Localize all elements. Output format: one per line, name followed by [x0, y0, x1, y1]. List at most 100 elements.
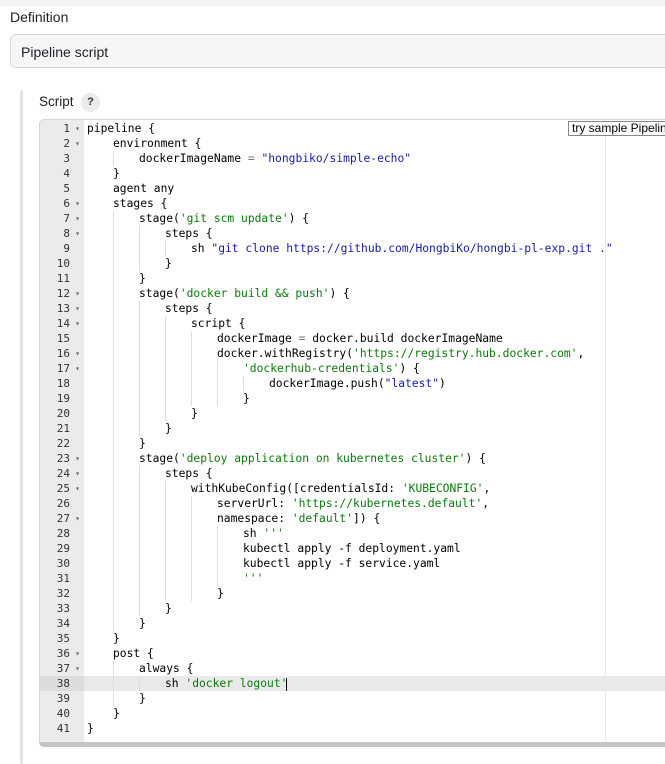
indent-guide [113, 481, 114, 496]
line-number: 24 [56, 467, 70, 480]
code-line[interactable]: 23▾stage('deploy application on kubernet… [40, 451, 665, 466]
try-sample-pipeline-select[interactable]: try sample Pipeline... [568, 121, 665, 136]
fold-toggle-icon[interactable]: ▾ [75, 649, 80, 658]
code-text: sh 'docker logout' [165, 677, 288, 691]
top-divider [0, 0, 665, 6]
code-line[interactable]: 21} [40, 421, 665, 436]
line-gutter: 39 [40, 691, 84, 706]
code-line[interactable]: 36▾post { [40, 646, 665, 661]
code-line[interactable]: 22} [40, 436, 665, 451]
code-text: always { [139, 662, 194, 675]
fold-toggle-icon[interactable]: ▾ [75, 199, 80, 208]
horizontal-scrollbar[interactable] [39, 742, 665, 747]
code-line[interactable]: 41} [40, 721, 665, 736]
fold-toggle-icon[interactable]: ▾ [75, 484, 80, 493]
fold-toggle-icon[interactable]: ▾ [75, 664, 80, 673]
code-line[interactable]: 2▾environment { [40, 136, 665, 151]
fold-toggle-icon[interactable]: ▾ [75, 514, 80, 523]
line-number: 13 [56, 302, 70, 315]
definition-select[interactable]: Pipeline script [10, 34, 665, 68]
code-line[interactable]: 10} [40, 256, 665, 271]
fold-toggle-icon[interactable]: ▾ [75, 124, 80, 133]
line-gutter: 21 [40, 421, 84, 436]
indent-guide [113, 691, 114, 706]
code-line[interactable]: 1▾pipeline { [40, 121, 665, 136]
code-line[interactable]: 14▾script { [40, 316, 665, 331]
code-text: kubectl apply -f service.yaml [243, 557, 441, 570]
code-line[interactable]: 19} [40, 391, 665, 406]
indent-guide [139, 226, 140, 241]
code-line[interactable]: 8▾steps { [40, 226, 665, 241]
indent-guide [113, 451, 114, 466]
indent-guide [139, 556, 140, 571]
fold-toggle-icon[interactable]: ▾ [75, 214, 80, 223]
code-line[interactable]: 17▾'dockerhub-credentials') { [40, 361, 665, 376]
indent-guide [113, 241, 114, 256]
line-number: 12 [56, 287, 70, 300]
code-text: pipeline { [87, 122, 156, 135]
indent-guide [139, 676, 140, 691]
indent-guide [191, 361, 192, 376]
indent-guide [217, 391, 218, 406]
line-gutter: 4 [40, 166, 84, 181]
indent-guide [113, 676, 114, 691]
code-line[interactable]: 24▾steps { [40, 466, 665, 481]
code-line[interactable]: 35} [40, 631, 665, 646]
code-line[interactable]: 6▾stages { [40, 196, 665, 211]
code-line[interactable]: 13▾steps { [40, 301, 665, 316]
code-line[interactable]: 32} [40, 586, 665, 601]
code-line[interactable]: 20} [40, 406, 665, 421]
indent-guide [165, 391, 166, 406]
code-line[interactable]: 34} [40, 616, 665, 631]
line-number: 4 [63, 167, 70, 180]
indent-guide [165, 511, 166, 526]
code-text: } [165, 422, 172, 435]
code-line[interactable]: 39} [40, 691, 665, 706]
code-line[interactable]: 40} [40, 706, 665, 721]
code-line[interactable]: 31''' [40, 571, 665, 586]
fold-toggle-icon[interactable]: ▾ [75, 229, 80, 238]
code-line[interactable]: 37▾always { [40, 661, 665, 676]
code-line[interactable]: 27▾namespace: 'default']) { [40, 511, 665, 526]
indent-guide [191, 511, 192, 526]
print-margin [605, 120, 606, 746]
fold-toggle-icon[interactable]: ▾ [75, 319, 80, 328]
indent-guide [191, 331, 192, 346]
fold-toggle-icon[interactable]: ▾ [75, 454, 80, 463]
indent-guide [165, 331, 166, 346]
line-gutter: 17▾ [40, 361, 84, 376]
code-text: sh ''' [243, 527, 284, 540]
fold-toggle-icon[interactable]: ▾ [75, 469, 80, 478]
indent-guide [113, 151, 114, 166]
code-line[interactable]: 7▾stage('git scm update') { [40, 211, 665, 226]
indent-guide [113, 496, 114, 511]
indent-guide [139, 466, 140, 481]
fold-toggle-icon[interactable]: ▾ [75, 364, 80, 373]
code-line[interactable]: 11} [40, 271, 665, 286]
fold-toggle-icon[interactable]: ▾ [75, 349, 80, 358]
code-text: stage('docker build && push') { [139, 287, 350, 300]
line-number: 2 [63, 137, 70, 150]
indent-guide [217, 361, 218, 376]
code-line[interactable]: 12 ▾ stage('docker build && push') { [40, 286, 665, 301]
code-text: stage('deploy application on kubernetes … [139, 452, 486, 465]
fold-toggle-icon[interactable]: ▾ [75, 139, 80, 148]
code-line[interactable]: 16▾docker.withRegistry('https://registry… [40, 346, 665, 361]
fold-toggle-icon[interactable]: ▾ [75, 289, 80, 298]
code-line[interactable]: 25▾withKubeConfig([credentialsId: 'KUBEC… [40, 481, 665, 496]
help-icon[interactable]: ? [81, 93, 100, 112]
fold-toggle-icon[interactable]: ▾ [75, 304, 80, 313]
code-line[interactable]: 4} [40, 166, 665, 181]
code-line[interactable]: 33} [40, 601, 665, 616]
